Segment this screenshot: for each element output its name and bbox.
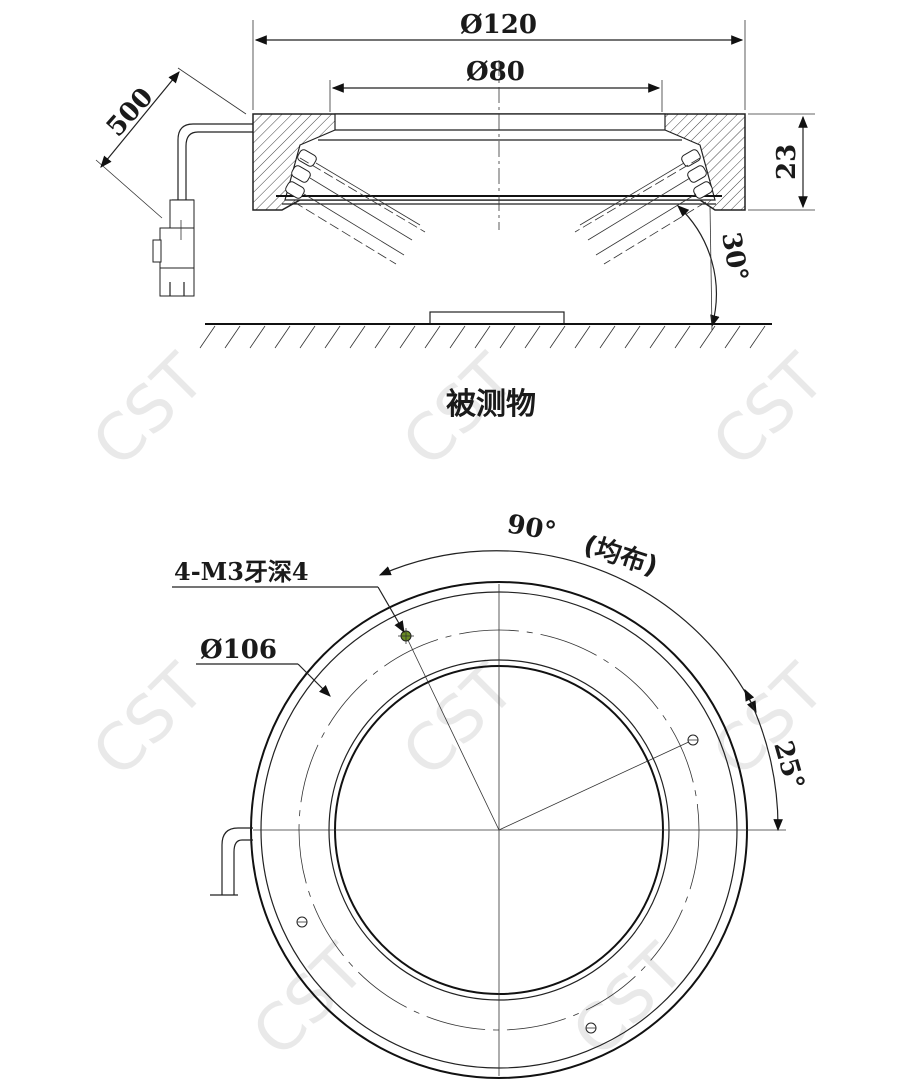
test-object	[429, 311, 565, 325]
dim-inner-diameter: Ø80	[466, 57, 525, 87]
cable-assembly	[152, 123, 253, 297]
watermark-text: CST	[239, 930, 380, 1071]
mounting-hole	[687, 734, 699, 746]
watermark-layer: CST CST CST CST CST CST CST CST	[79, 340, 840, 1071]
dim-bolt-circle: Ø106	[200, 635, 277, 665]
object-label: 被测物	[446, 387, 536, 422]
dim-offset-angle: 25°	[767, 738, 809, 794]
dim-outer-diameter: Ø120	[460, 10, 537, 40]
mounting-hole	[585, 1022, 597, 1034]
watermark-text: CST	[79, 650, 220, 791]
thread-spec-label: 4-M3牙深4	[174, 557, 309, 586]
dim-cable-length: 500	[101, 82, 160, 142]
led-array-left	[285, 149, 426, 265]
mounting-hole	[296, 916, 308, 928]
spacing-note: (均布)	[580, 530, 661, 582]
watermark-text: CST	[79, 340, 220, 481]
mounting-hole	[398, 628, 414, 644]
side-view: Ø120 Ø80	[95, 10, 815, 422]
watermark-text: CST	[699, 650, 840, 791]
watermark-text: CST	[699, 340, 840, 481]
dim-height: 23	[772, 144, 802, 180]
led-array-right	[574, 149, 713, 265]
dim-spacing-angle: 90°	[505, 509, 559, 547]
dim-angle: 30°	[715, 230, 753, 284]
cable-stub	[221, 827, 253, 895]
